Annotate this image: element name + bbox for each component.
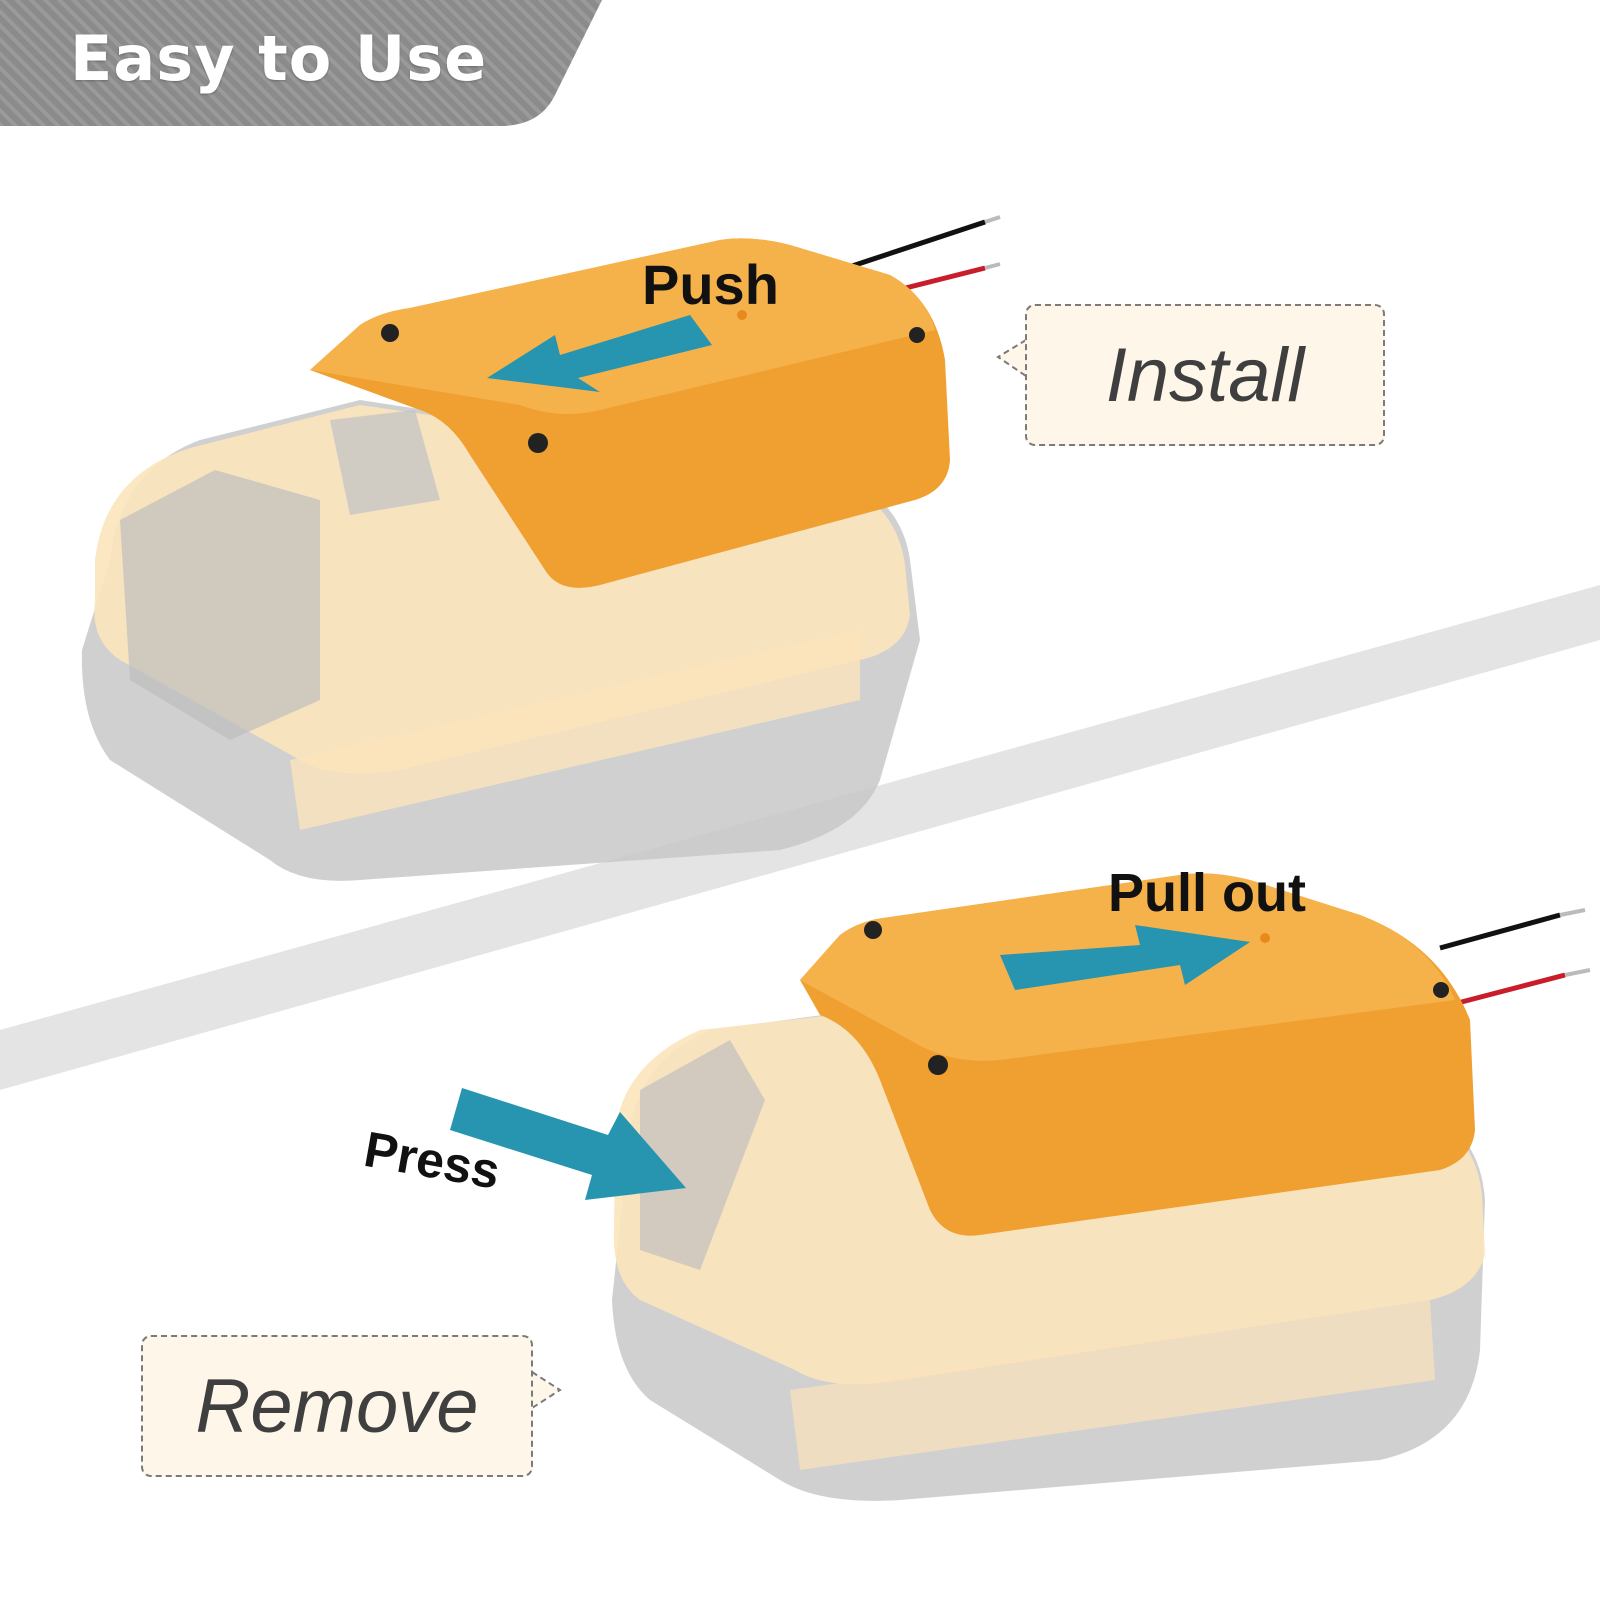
pull-out-label: Pull out — [1108, 863, 1306, 923]
right-arrow-icon — [1000, 925, 1250, 990]
remove-callout: Remove — [141, 1335, 533, 1477]
install-callout: Install — [1025, 304, 1385, 446]
install-label: Install — [1105, 332, 1305, 418]
wires-bottom — [1439, 908, 1591, 1008]
remove-label: Remove — [195, 1363, 479, 1449]
adapter-top — [310, 238, 950, 588]
header-banner — [0, 0, 602, 126]
header-title: Easy to Use — [70, 22, 488, 95]
left-arrow-icon — [487, 315, 712, 392]
press-arrow-icon — [450, 1088, 686, 1200]
push-label: Push — [642, 253, 779, 316]
